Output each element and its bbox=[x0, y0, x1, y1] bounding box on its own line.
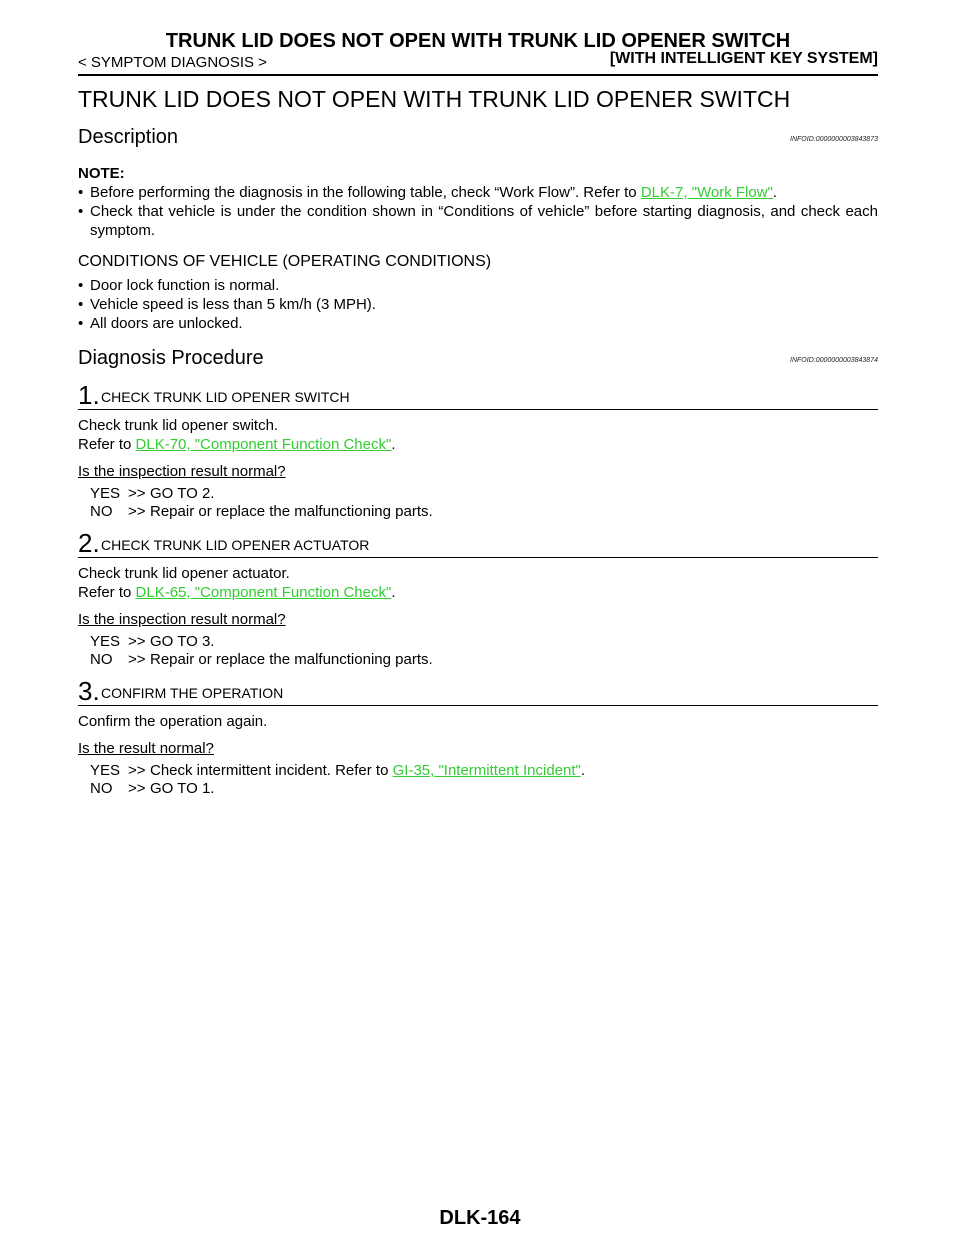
step-number: 3. bbox=[78, 676, 100, 706]
step-answers: YES>>GO TO 2. NO>>Repair or replace the … bbox=[90, 485, 878, 521]
procedure-heading-row: Diagnosis Procedure INFOID:0000000003843… bbox=[78, 347, 878, 373]
component-check-link[interactable]: DLK-65, "Component Function Check" bbox=[135, 584, 392, 601]
manual-page: TRUNK LID DOES NOT OPEN WITH TRUNK LID O… bbox=[78, 30, 878, 798]
step-question: Is the result normal? bbox=[78, 740, 214, 757]
condition-item: All doors are unlocked. bbox=[78, 314, 878, 333]
no-answer: NO>>Repair or replace the malfunctioning… bbox=[90, 651, 433, 668]
step-answers: YES>>GO TO 3. NO>>Repair or replace the … bbox=[90, 633, 878, 669]
system-label: [WITH INTELLIGENT KEY SYSTEM] bbox=[609, 50, 878, 67]
condition-item: Door lock function is normal. bbox=[78, 276, 878, 295]
intermittent-incident-link[interactable]: GI-35, "Intermittent Incident" bbox=[392, 762, 581, 779]
step-question: Is the inspection result normal? bbox=[78, 611, 286, 628]
step-instruction: Check trunk lid opener switch. bbox=[78, 417, 279, 434]
section-breadcrumb: < SYMPTOM DIAGNOSIS > bbox=[78, 54, 267, 71]
note-list: Before performing the diagnosis in the f… bbox=[78, 183, 878, 240]
step-number: 1. bbox=[78, 380, 100, 410]
step-title: CHECK TRUNK LID OPENER ACTUATOR bbox=[101, 537, 370, 553]
condition-item: Vehicle speed is less than 5 km/h (3 MPH… bbox=[78, 295, 878, 314]
step-1-header: 1. CHECK TRUNK LID OPENER SWITCH bbox=[78, 380, 878, 410]
note-item: Before performing the diagnosis in the f… bbox=[78, 183, 878, 202]
step-number: 2. bbox=[78, 528, 100, 558]
procedure-heading: Diagnosis Procedure bbox=[78, 347, 264, 369]
running-header: < SYMPTOM DIAGNOSIS > [WITH INTELLIGENT … bbox=[78, 50, 878, 76]
conditions-heading: CONDITIONS OF VEHICLE (OPERATING CONDITI… bbox=[78, 253, 492, 270]
page-title: TRUNK LID DOES NOT OPEN WITH TRUNK LID O… bbox=[78, 86, 791, 112]
procedure-infoid: INFOID:0000000003843874 bbox=[790, 357, 878, 364]
step-title: CONFIRM THE OPERATION bbox=[101, 685, 284, 701]
work-flow-link[interactable]: DLK-7, "Work Flow" bbox=[640, 184, 773, 201]
note-item: Check that vehicle is under the conditio… bbox=[78, 202, 878, 240]
step-reference: Refer to DLK-65, "Component Function Che… bbox=[78, 584, 396, 601]
description-heading-row: Description INFOID:0000000003843873 bbox=[78, 126, 878, 152]
yes-answer: YES>>GO TO 3. bbox=[90, 633, 215, 650]
yes-answer: YES>>GO TO 2. bbox=[90, 485, 215, 502]
step-answers: YES>>Check intermittent incident. Refer … bbox=[90, 762, 878, 798]
step-question: Is the inspection result normal? bbox=[78, 463, 286, 480]
component-check-link[interactable]: DLK-70, "Component Function Check" bbox=[135, 436, 392, 453]
page-number: DLK-164 bbox=[439, 1207, 521, 1229]
no-answer: NO>>GO TO 1. bbox=[90, 780, 215, 797]
step-instruction: Confirm the operation again. bbox=[78, 713, 268, 730]
description-heading: Description bbox=[78, 126, 179, 148]
step-reference: Refer to DLK-70, "Component Function Che… bbox=[78, 436, 396, 453]
step-instruction: Check trunk lid opener actuator. bbox=[78, 565, 290, 582]
step-title: CHECK TRUNK LID OPENER SWITCH bbox=[101, 389, 350, 405]
step-2-header: 2. CHECK TRUNK LID OPENER ACTUATOR bbox=[78, 528, 878, 558]
running-title: TRUNK LID DOES NOT OPEN WITH TRUNK LID O… bbox=[165, 30, 791, 52]
note-label: NOTE: bbox=[78, 165, 125, 182]
no-answer: NO>>Repair or replace the malfunctioning… bbox=[90, 503, 433, 520]
description-infoid: INFOID:0000000003843873 bbox=[790, 136, 878, 143]
yes-answer: YES>>Check intermittent incident. Refer … bbox=[90, 762, 586, 779]
conditions-list: Door lock function is normal. Vehicle sp… bbox=[78, 276, 878, 333]
step-3-header: 3. CONFIRM THE OPERATION bbox=[78, 676, 878, 706]
